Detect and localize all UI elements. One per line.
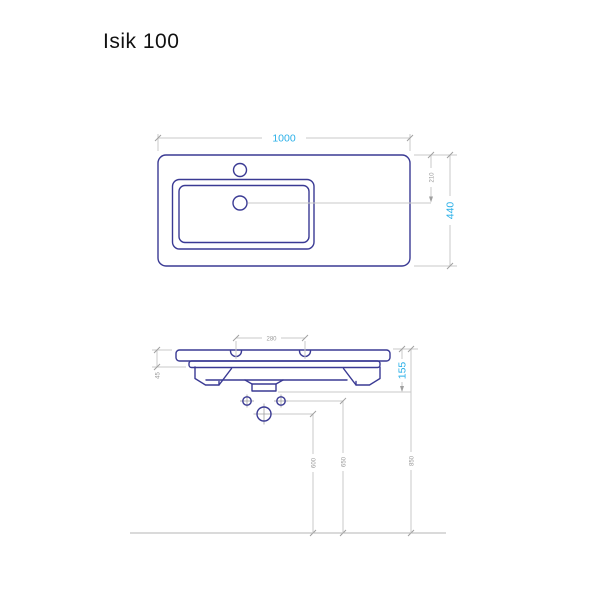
bowl-left-diagonal xyxy=(218,367,233,386)
top-view: 1000 210 440 xyxy=(154,133,457,270)
dimension-tick xyxy=(398,345,406,353)
drain-fitting xyxy=(251,383,277,392)
plumbing-holes xyxy=(240,394,288,425)
dimension-hole-spacing-280: 280 xyxy=(232,334,309,359)
dimension-tick xyxy=(406,134,414,142)
dimension-rim-height-850: 850 xyxy=(407,345,416,537)
sink-top-outline xyxy=(157,154,411,267)
front-view: 280 45 155 600 xyxy=(130,334,446,537)
dimension-tick xyxy=(309,410,317,418)
sink-front-band xyxy=(188,360,381,369)
dimension-tick xyxy=(339,397,347,405)
dimension-drain-offset-210: 210 xyxy=(427,151,436,203)
dimension-slab-thickness-45: 45 xyxy=(152,346,186,379)
bowl-profile xyxy=(194,366,381,392)
dimension-label-outlet-height: 650 xyxy=(342,456,348,467)
dimension-label-body-height: 155 xyxy=(397,362,409,380)
dimension-label-siphon-height: 600 xyxy=(312,457,318,468)
page-title: Isik 100 xyxy=(103,30,180,53)
dimension-label-width: 1000 xyxy=(272,133,296,145)
dimension-tick xyxy=(153,363,161,371)
faucet-hole xyxy=(232,162,248,178)
dimension-label-hole-spacing: 280 xyxy=(266,337,277,343)
dimension-tick xyxy=(153,346,161,354)
dimension-tick xyxy=(301,334,309,342)
dimension-label-rim-height: 850 xyxy=(410,455,416,466)
bowl-right-lug xyxy=(355,366,381,386)
drain-hole xyxy=(232,195,248,211)
dimension-label-drain-offset: 210 xyxy=(430,172,436,183)
dimension-label-depth: 440 xyxy=(445,202,457,220)
dimension-arrow xyxy=(400,386,404,392)
dimension-tick xyxy=(446,151,454,159)
dimension-tick xyxy=(154,134,162,142)
dimension-tick xyxy=(407,345,415,353)
fixing-hole-left xyxy=(242,396,252,406)
dimension-width-1000: 1000 xyxy=(154,133,414,151)
dimension-outlet-height-650: 650 xyxy=(339,397,348,537)
basin-outer-rim xyxy=(171,178,315,250)
dimension-tick xyxy=(427,151,435,159)
fixing-hole-right xyxy=(276,396,286,406)
drain-boss-slope-left xyxy=(244,379,253,385)
bowl-left-lug xyxy=(194,366,220,386)
dimension-arrow xyxy=(429,196,433,203)
dimension-depth-440: 440 xyxy=(445,151,457,270)
basin-inner-rim xyxy=(178,184,310,244)
sink-front-slab xyxy=(175,349,391,362)
drain-boss-slope-right xyxy=(275,379,284,385)
dimension-siphon-height-600: 600 xyxy=(309,410,318,537)
dimension-label-slab-thickness: 45 xyxy=(156,372,162,379)
dimension-tick xyxy=(232,334,240,342)
dimension-tick xyxy=(446,262,454,270)
siphon-outlet xyxy=(256,406,272,422)
bowl-right-diagonal xyxy=(342,367,357,386)
dimension-body-height-155: 155 xyxy=(393,345,418,392)
